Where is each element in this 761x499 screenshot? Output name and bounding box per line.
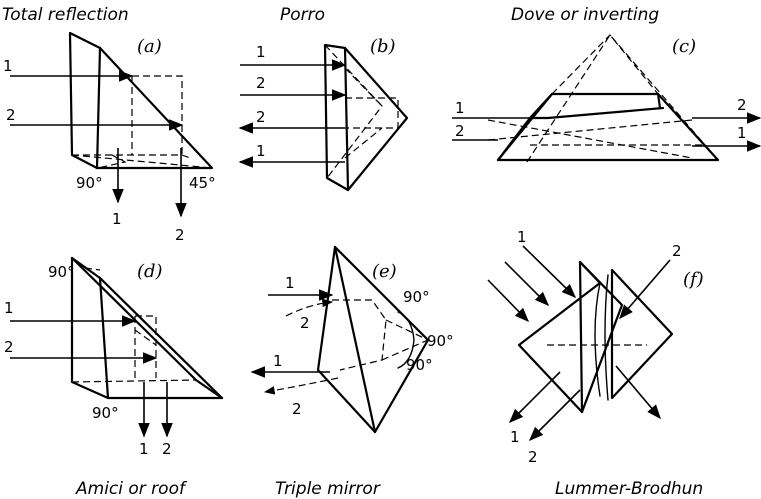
- panel-e-title: Triple mirror: [275, 479, 381, 499]
- porro-prism: [323, 43, 409, 192]
- panel-d: Amici or roof (d) 90° 90° 1 2 1 2: [4, 256, 224, 499]
- ray-1c-in: [487, 279, 530, 323]
- corner-cube: [316, 245, 430, 434]
- panel-f: Lummer-Brodhun (f) 1 2 1 2: [487, 228, 704, 499]
- ray-1-label: 1: [4, 299, 14, 317]
- out-1-label: 1: [510, 428, 520, 446]
- dove-prism: [487, 34, 720, 163]
- ray-2-label: 2: [6, 106, 16, 124]
- ray-1-out: [508, 371, 561, 424]
- panel-c: Dove or inverting (c) 1 2 2 1: [452, 5, 761, 163]
- panel-f-title: Lummer-Brodhun: [555, 479, 703, 499]
- angle-45-label: 45°: [189, 174, 216, 192]
- panel-b-title: Porro: [280, 5, 325, 25]
- panel-b: Porro (b) 1 2 2 1: [238, 5, 409, 192]
- panel-e: Triple mirror (e) 1 2 1 2 90° 90° 90°: [250, 245, 454, 499]
- ray-1-label: 1: [256, 43, 266, 61]
- angle-1-label: 90°: [403, 288, 430, 306]
- ray-2-out: [263, 377, 339, 395]
- panel-a-title: Total reflection: [2, 5, 129, 25]
- angle-2-label: 90°: [427, 332, 454, 350]
- ray-2-in: [285, 298, 334, 317]
- angle-3-label: 90°: [406, 356, 433, 374]
- ray-1-back-label: 1: [256, 142, 266, 160]
- angle-90-label: 90°: [76, 174, 103, 192]
- lummer-brodhun-cube: [517, 260, 674, 414]
- ray-2-label: 2: [256, 74, 266, 92]
- panel-b-label: (b): [370, 36, 396, 57]
- out-1-label: 1: [139, 440, 149, 458]
- ray-2-label: 2: [300, 314, 310, 332]
- ray-2-label: 2: [4, 338, 14, 356]
- ray-1-label: 1: [285, 274, 295, 292]
- ray-1-back-label: 1: [273, 352, 283, 370]
- out-2-label: 2: [528, 448, 538, 466]
- ray-2-in: [619, 259, 671, 320]
- ray-1-in: [522, 245, 577, 299]
- ray-transmitted-out: [615, 365, 661, 420]
- angle-top-label: 90°: [48, 263, 75, 281]
- angle-bottom-label: 90°: [92, 404, 119, 422]
- out-2-label: 2: [175, 226, 185, 244]
- panel-f-label: (f): [683, 269, 704, 290]
- panel-a: Total reflection (a) 1 2 90° 45° 1 2: [2, 5, 216, 244]
- out-2-label: 2: [737, 96, 747, 114]
- ray-1b-in: [504, 261, 550, 307]
- in-1-label: 1: [517, 228, 527, 246]
- in-2-label: 2: [672, 242, 682, 260]
- out-2-label: 2: [162, 440, 172, 458]
- roof-prism: [70, 256, 224, 400]
- ray-2-out: [528, 389, 581, 442]
- panel-e-label: (e): [372, 261, 397, 282]
- out-1-label: 1: [737, 124, 747, 142]
- out-1-label: 1: [112, 210, 122, 228]
- panel-c-label: (c): [672, 36, 696, 57]
- ray-2-back-label: 2: [292, 400, 302, 418]
- panel-d-title: Amici or roof: [75, 479, 188, 499]
- panel-d-label: (d): [137, 261, 163, 282]
- ray-1-label: 1: [455, 99, 465, 117]
- panel-c-title: Dove or inverting: [511, 5, 659, 25]
- ray-2-back-label: 2: [256, 108, 266, 126]
- ray-1-label: 1: [3, 57, 13, 75]
- ray-2-label: 2: [455, 122, 465, 140]
- panel-a-label: (a): [137, 36, 162, 57]
